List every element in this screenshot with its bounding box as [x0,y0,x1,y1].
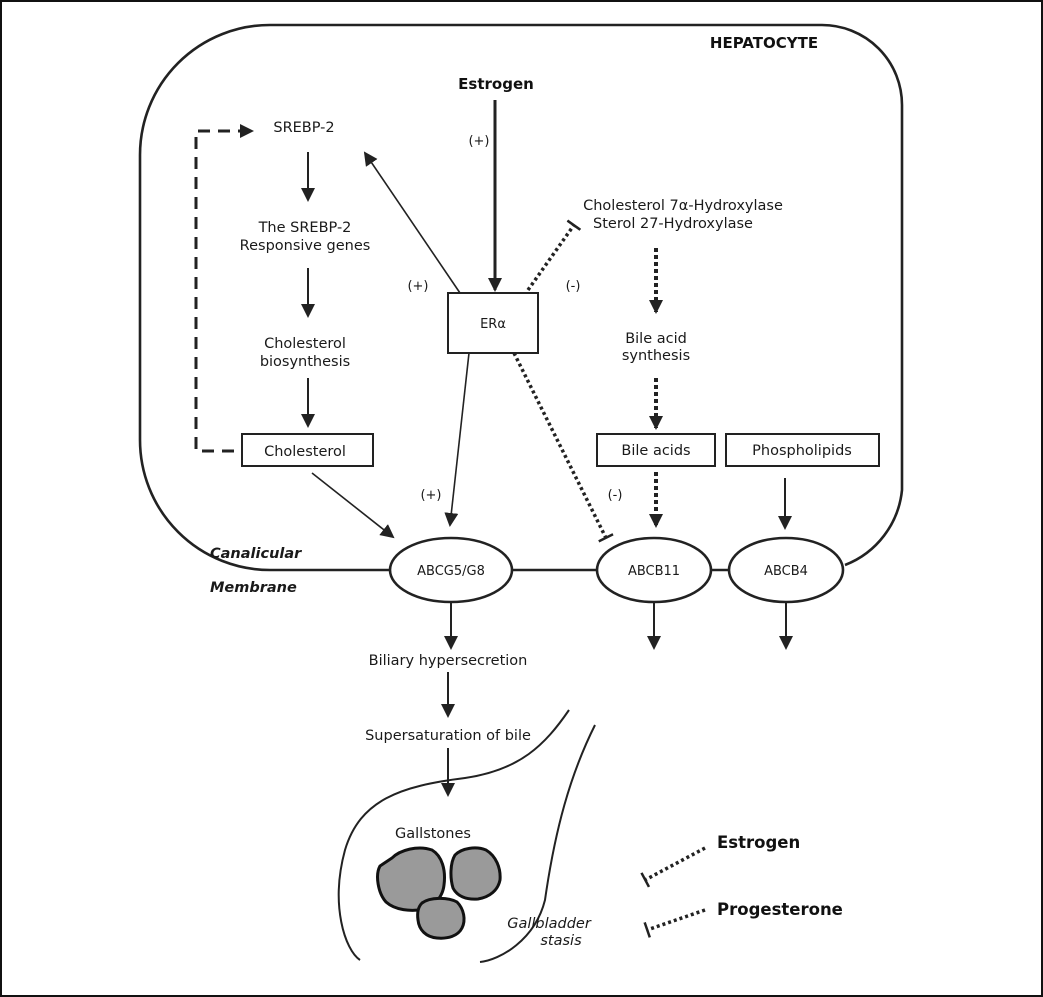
supersaturation-node: Supersaturation of bile [365,728,531,744]
estrogen-node: Estrogen [458,75,534,93]
sign-era-abcb11: (-) [608,488,623,503]
bile-synth-node-line1: Bile acid [625,331,687,347]
legend-progesterone-label: Progesterone [717,900,843,919]
chol-biosynth-node-line1: Cholesterol [264,336,346,352]
sign-era-srebp2: (+) [407,279,428,294]
enzymes-node-line1: Cholesterol 7α-Hydroxylase [583,198,783,214]
abcg5g8-label: ABCG5/G8 [417,564,485,579]
bile-synth-node-line2: synthesis [622,348,690,364]
chol-biosynth-node-line2: biosynthesis [260,354,350,370]
srebp2-node: SREBP-2 [273,120,334,136]
sign-era-enzymes: (-) [566,279,581,294]
cholesterol-box [241,433,374,467]
gallbladder-stasis-line1: Gallbladder [507,916,592,932]
gallbladder-stasis-line2: stasis [540,933,582,949]
era-to-srebp2-arrow [363,151,461,294]
gallstone-2 [449,846,502,901]
abcb4-label: ABCB4 [764,564,808,579]
era-to-enzymes-inhibit [526,219,582,292]
phospholipids-label: Phospholipids [752,443,852,459]
legend: Estrogen Progesterone [640,833,843,938]
cholesterol-label: Cholesterol [264,444,346,460]
cholesterol-to-abcg5g8-arrow [311,472,395,539]
gallstone-3 [416,896,466,940]
bile-acids-label: Bile acids [621,443,690,459]
srebp2-genes-node-line1: The SREBP-2 [258,220,352,236]
era-to-abcb11-inhibit [512,352,614,543]
sign-estrogen-era: (+) [468,134,489,149]
canalicular-label: Canalicular [210,546,302,562]
enzymes-node-line2: Sterol 27-Hydroxylase [593,216,753,232]
era-box [447,292,539,354]
era-label: ERα [480,317,506,332]
phospholipids-box [725,433,880,467]
bile-acids-box [596,433,716,467]
hepatocyte-label: HEPATOCYTE [710,34,818,52]
gallbladder-outline [337,709,596,963]
cholesterol-feedback-dashed-arrow [194,124,254,453]
legend-estrogen-label: Estrogen [717,833,800,852]
gallstones-label: Gallstones [395,826,471,842]
abcb11-label: ABCB11 [628,564,680,579]
srebp2-genes-node-line2: Responsive genes [240,238,371,254]
legend-estrogen-inhibit-symbol [640,846,706,888]
sign-era-abcg5g8: (+) [420,488,441,503]
hepatocyte-outline [138,23,904,572]
legend-progesterone-inhibit-symbol [643,908,706,938]
era-to-abcg5g8-arrow [444,352,470,527]
membrane-label: Membrane [210,580,297,596]
biliary-hypersecretion-node: Biliary hypersecretion [369,653,528,669]
